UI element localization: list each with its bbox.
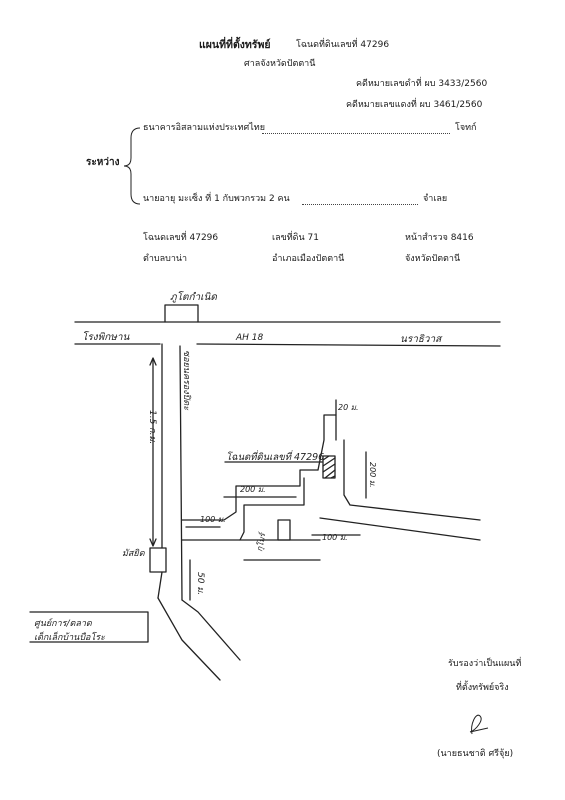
side-road-label: ซอยนครองปิดะ (181, 350, 192, 411)
document-title: แผนที่ที่ตั้งทรัพย์ (199, 39, 271, 51)
defendant-name: นายอายุ มะเซ็ง ที่ 1 กับพวกรวม 2 คน (143, 194, 290, 204)
defendant-dotted-line (302, 204, 418, 205)
district: อำเภอเมืองปัตตานี (272, 254, 345, 264)
side-road-lower-left (157, 597, 221, 681)
shop-label: ศูนย์การ/ตลาด (34, 618, 93, 629)
between-label: ระหว่าง (86, 157, 120, 168)
certify-line-2: ที่ตั้งทรัพย์จริง (456, 683, 509, 693)
black-case-number: คดีหมายเลขดำที่ ผบ 3433/2560 (356, 79, 488, 89)
plaintiff-role: โจทก์ (455, 123, 477, 133)
highway-bottom-edge-right (196, 343, 501, 347)
certify-line-1: รับรองว่าเป็นแผนที่ (448, 659, 522, 669)
map-lines (29, 304, 501, 681)
court-name: ศาลจังหวัดปัตตานี (244, 59, 316, 69)
survey-page: หน้าสำรวจ 8416 (405, 233, 474, 243)
distance-100-right-label: 100 ม. (322, 533, 348, 542)
distance-200-right-label: 200 ม. (368, 462, 377, 488)
road-right-label: นราธิวาส (400, 333, 443, 345)
distance-20-label: 20 ม. (338, 403, 359, 412)
distance-arrow-head-top (149, 357, 157, 366)
plot-hatching (322, 455, 336, 479)
distance-200-label: 200 ม. (240, 485, 266, 494)
branch-road-top-edge (181, 469, 319, 521)
road-left-label: โรงพิกษาน (82, 331, 130, 343)
signature-mark (469, 714, 489, 735)
distance-100-label: 100 ม. (200, 515, 226, 524)
distance-arrow-head-bottom (149, 538, 157, 547)
branch-road-bottom-edge (181, 477, 305, 541)
plot-label: โฉนดที่ดินเลขที่ 47296 (226, 450, 324, 463)
plot-access-road-right (343, 439, 481, 521)
plot-access-road-bottom (319, 517, 481, 541)
plaintiff-name: ธนาคารอิสลามแห่งประเทศไทย (143, 123, 265, 133)
deed-number-heading: โฉนดที่ดินเลขที่ 47296 (296, 40, 390, 50)
side-road-right-edge (179, 345, 183, 601)
party-brace (123, 127, 141, 205)
mosque-box (149, 547, 167, 573)
plaintiff-dotted-line (262, 133, 450, 134)
road-name-label: AH 18 (235, 333, 264, 343)
landmark-top-label: ภูโตกำเนิด (170, 291, 217, 303)
shop-box (29, 611, 149, 643)
land-number: เลขที่ดิน 71 (272, 233, 319, 243)
house-box (277, 519, 291, 541)
landmark-box (164, 304, 199, 323)
side-road-lower-right (181, 599, 241, 661)
house-label: กุโบร์ (254, 530, 268, 552)
province: จังหวัดปัตตานี (405, 254, 461, 264)
side-road-left-edge-lower (157, 571, 163, 599)
mosque-label: มัสยิด (122, 548, 146, 559)
subdistrict: ตำบลบาน่า (143, 254, 188, 264)
shop-label-2: เด็กเล็กบ้านบือโระ (34, 631, 106, 643)
distance-vertical-label: 1.5 ก.ม. (147, 410, 157, 444)
red-case-number: คดีหมายเลขแดงที่ ผบ 3461/2560 (346, 100, 483, 110)
plot-access-road-left (317, 414, 337, 471)
deed-number: โฉนดเลขที่ 47296 (143, 233, 219, 243)
distance-50-label: 50 ม. (195, 572, 205, 595)
defendant-role: จำเลย (423, 194, 448, 204)
signer-name: (นายธนชาติ ศรีจุ้ย) (437, 749, 514, 759)
